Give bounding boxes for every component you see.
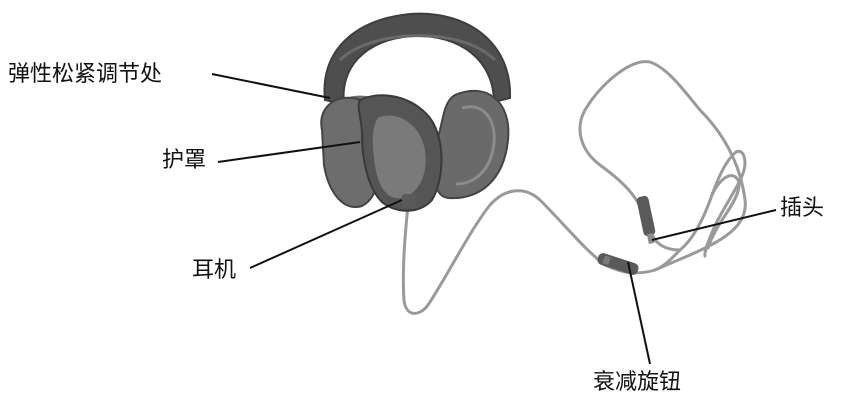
plug-body — [636, 195, 656, 244]
leader-line-elastic — [212, 74, 330, 98]
right-ear-cup — [434, 91, 508, 198]
label-elastic-adjustment: 弹性松紧调节处 — [8, 64, 162, 86]
left-ear-cup — [321, 95, 441, 210]
leader-line-knob — [628, 262, 650, 364]
label-earphone: 耳机 — [192, 260, 236, 282]
headband — [324, 14, 510, 104]
attenuation-knob-body — [596, 252, 640, 276]
label-plug: 插头 — [780, 198, 824, 220]
label-attenuation-knob: 衰减旋钮 — [593, 372, 681, 394]
leader-line-earphone — [250, 200, 402, 268]
label-ear-cover: 护罩 — [162, 150, 206, 172]
